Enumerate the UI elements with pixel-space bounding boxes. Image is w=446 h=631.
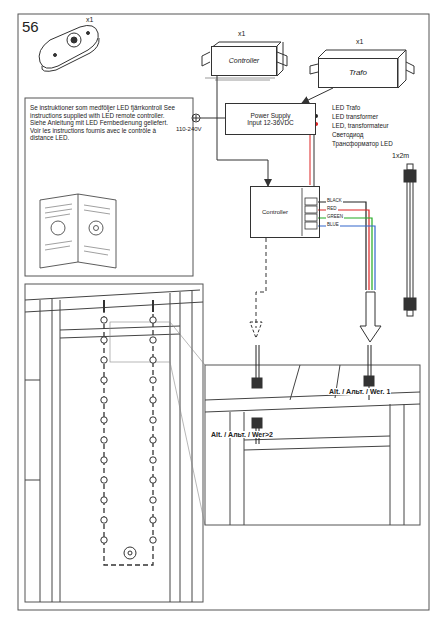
connector: [302, 88, 333, 103]
mains-plug: [192, 114, 225, 122]
part-name: LED transformer: [332, 113, 378, 121]
cable-length: 1x2m: [392, 152, 409, 160]
extension-cable: [404, 164, 416, 316]
part-name: LED, transformateur: [332, 122, 389, 130]
quantity: x1: [238, 30, 245, 38]
dashed-arrow: [250, 322, 262, 338]
wire-color: GREEN: [326, 215, 344, 220]
quantity: x1: [86, 16, 93, 24]
controller-housing: [202, 42, 287, 80]
solid-arrow: [360, 292, 381, 342]
node-text: Controller: [229, 57, 259, 65]
instruction-note: Se instruktioner som medföljer LED fjärr…: [30, 104, 180, 142]
node-text: Trafo: [349, 68, 367, 77]
node-text: Power Supply: [250, 112, 290, 119]
dashed-leader: [256, 238, 266, 328]
page-frame: [18, 14, 429, 610]
trafo-box: Trafo: [318, 58, 398, 88]
red-wire: [310, 135, 311, 185]
part-name: LED Trafo: [332, 104, 360, 112]
controller-box: Controller: [211, 46, 277, 76]
node-text: Controller: [262, 209, 288, 216]
gazebo-frame: [25, 290, 205, 602]
led-strip-loop: [104, 300, 153, 565]
remote-control: [39, 25, 99, 71]
option-label: Alt. / Альт. / Wer. 1: [328, 388, 391, 395]
detail-panel: [205, 365, 420, 525]
wire-color: BLACK: [326, 199, 343, 204]
quantity: x1: [356, 38, 363, 46]
part-name: Светодиод: [332, 131, 364, 139]
controller-box: Controller: [250, 186, 320, 238]
led-dots: [101, 317, 156, 543]
detail-beams: [205, 365, 420, 525]
voltage-label: 110-240V: [176, 126, 202, 133]
wire-color: BLUE: [326, 223, 340, 228]
trafo-housing: [310, 50, 414, 88]
option-label: Alt. / Альт. / Wer>2: [210, 431, 274, 438]
wire-color: RED: [326, 207, 338, 212]
gazebo-panel: [25, 284, 203, 602]
instruction-panel: [25, 98, 193, 276]
node-text: Input 12-36VDC: [247, 119, 294, 126]
instruction-booklet: [40, 194, 116, 268]
output-wires: [318, 202, 375, 290]
terminal-block: [302, 188, 317, 236]
power-supply-box: Power SupplyInput 12-36VDC: [225, 103, 316, 135]
connector: [314, 135, 315, 186]
step-number: 56: [22, 18, 39, 36]
part-name: Трансформатор LED: [332, 140, 393, 148]
